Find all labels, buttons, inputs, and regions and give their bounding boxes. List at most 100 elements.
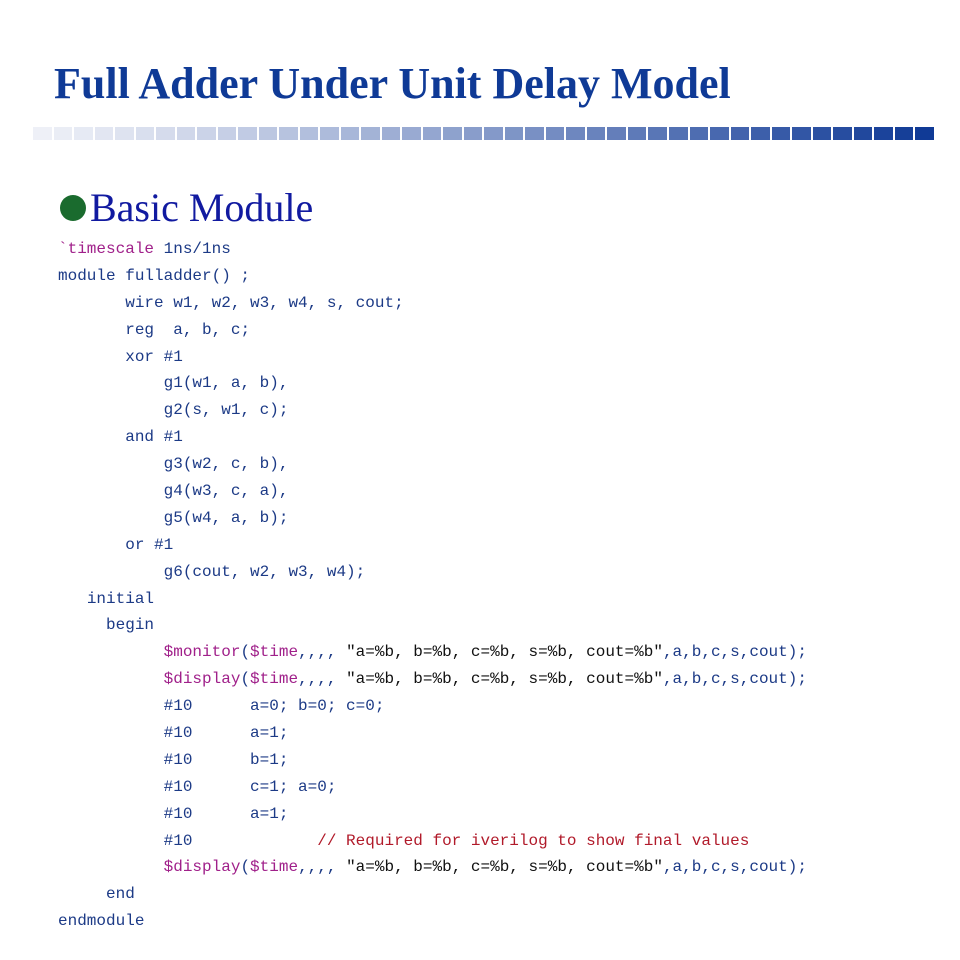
bar-segment <box>648 127 667 140</box>
bar-segment <box>812 127 832 140</box>
code-token: ,a,b,c,s,cout); <box>662 858 807 877</box>
code-line: `timescale 1ns/1ns <box>58 236 807 263</box>
code-token: g5(w4, a, b); <box>163 508 289 527</box>
code-indent <box>58 294 125 312</box>
bar-segment <box>566 127 585 140</box>
bar-segment <box>525 127 544 140</box>
code-indent <box>58 751 164 769</box>
code-token: ,,,, <box>298 643 347 662</box>
code-token: #10 a=1; <box>163 804 289 823</box>
bar-segment <box>176 127 196 140</box>
code-token: // Required for iverilog to show final v… <box>317 831 750 850</box>
bar-segment <box>504 127 524 140</box>
bar-segment <box>258 127 278 140</box>
bullet-heading: Basic Module <box>60 188 313 228</box>
code-token: 1ns/1ns <box>154 240 231 258</box>
code-indent <box>58 616 106 634</box>
bar-segment <box>74 127 93 140</box>
bar-segment <box>627 127 647 140</box>
code-indent <box>58 724 164 742</box>
code-line: g3(w2, c, b), <box>58 451 807 478</box>
code-indent <box>58 778 164 796</box>
bar-segment <box>853 127 873 140</box>
code-token: #10 c=1; a=0; <box>163 777 337 796</box>
code-line: g2(s, w1, c); <box>58 397 807 424</box>
slide-title: Full Adder Under Unit Delay Model <box>54 59 731 108</box>
code-token: g3(w2, c, b), <box>163 455 289 474</box>
code-indent <box>58 805 164 823</box>
bar-segment <box>381 127 401 140</box>
code-indent <box>58 858 164 876</box>
code-token: "a=%b, b=%b, c=%b, s=%b, cout=%b" <box>346 643 663 662</box>
code-listing: `timescale 1ns/1ns module fulladder() ; w… <box>58 236 807 935</box>
bar-segment <box>402 127 421 140</box>
code-line: g4(w3, c, a), <box>58 478 807 505</box>
code-indent <box>58 832 164 850</box>
code-token: $time <box>250 858 299 877</box>
code-token: #10 a=0; b=0; c=0; <box>163 697 385 716</box>
bar-segment <box>751 127 770 140</box>
bar-segment <box>771 127 791 140</box>
code-indent <box>58 590 87 608</box>
code-indent <box>58 509 164 527</box>
code-line: $display($time,,,, "a=%b, b=%b, c=%b, s=… <box>58 854 807 881</box>
bar-segment <box>53 127 73 140</box>
bar-segment <box>484 127 503 140</box>
code-line: #10 a=0; b=0; c=0; <box>58 693 807 720</box>
code-indent <box>58 697 164 715</box>
code-line: g5(w4, a, b); <box>58 505 807 532</box>
code-line: endmodule <box>58 908 807 935</box>
code-token: begin <box>106 616 155 635</box>
bar-segment <box>115 127 134 140</box>
code-indent <box>58 885 106 903</box>
code-token: #10 a=1; <box>163 724 289 743</box>
bar-segment <box>422 127 442 140</box>
bar-segment <box>792 127 811 140</box>
bar-segment <box>94 127 114 140</box>
code-token: "a=%b, b=%b, c=%b, s=%b, cout=%b" <box>346 858 663 877</box>
code-indent <box>58 643 164 661</box>
code-token: endmodule <box>58 912 145 931</box>
code-line: #10 c=1; a=0; <box>58 774 807 801</box>
code-token: reg a, b, c; <box>125 320 251 339</box>
code-line: g6(cout, w2, w3, w4); <box>58 559 807 586</box>
code-line: #10 a=1; <box>58 720 807 747</box>
code-token: xor #1 <box>125 347 183 366</box>
code-indent <box>58 321 125 339</box>
bar-segment <box>915 127 934 140</box>
code-token: g1(w1, a, b), <box>163 374 289 393</box>
code-token: module fulladder() ; <box>58 266 251 285</box>
code-token: $time <box>250 643 299 662</box>
code-token: #10 b=1; <box>163 750 289 769</box>
code-token: $monitor <box>163 643 241 662</box>
code-token: `timescale <box>58 240 155 258</box>
code-token: ,,,, <box>298 670 347 689</box>
code-line: $display($time,,,, "a=%b, b=%b, c=%b, s=… <box>58 666 807 693</box>
bar-segment <box>545 127 565 140</box>
code-indent <box>58 563 164 581</box>
code-token: or #1 <box>125 535 174 554</box>
bar-segment <box>299 127 319 140</box>
code-line: wire w1, w2, w3, w4, s, cout; <box>58 290 807 317</box>
code-line: g1(w1, a, b), <box>58 370 807 397</box>
bar-segment <box>33 127 52 140</box>
code-indent <box>58 428 125 446</box>
bullet-dot-icon <box>60 195 86 221</box>
bar-segment <box>730 127 750 140</box>
code-line: xor #1 <box>58 344 807 371</box>
bar-segment <box>340 127 360 140</box>
bar-segment <box>874 127 893 140</box>
code-token: wire w1, w2, w3, w4, s, cout; <box>125 293 404 312</box>
code-token: and #1 <box>125 428 183 447</box>
bar-segment <box>894 127 914 140</box>
bar-segment <box>443 127 462 140</box>
code-indent <box>58 401 164 419</box>
code-token: ( <box>240 643 251 662</box>
code-token: g4(w3, c, a), <box>163 482 289 501</box>
code-token: initial <box>86 589 155 608</box>
code-indent <box>58 374 164 392</box>
code-token: ,,,, <box>298 858 347 877</box>
code-token: g2(s, w1, c); <box>163 401 289 420</box>
code-token: ,a,b,c,s,cout); <box>662 670 807 689</box>
code-line: or #1 <box>58 532 807 559</box>
